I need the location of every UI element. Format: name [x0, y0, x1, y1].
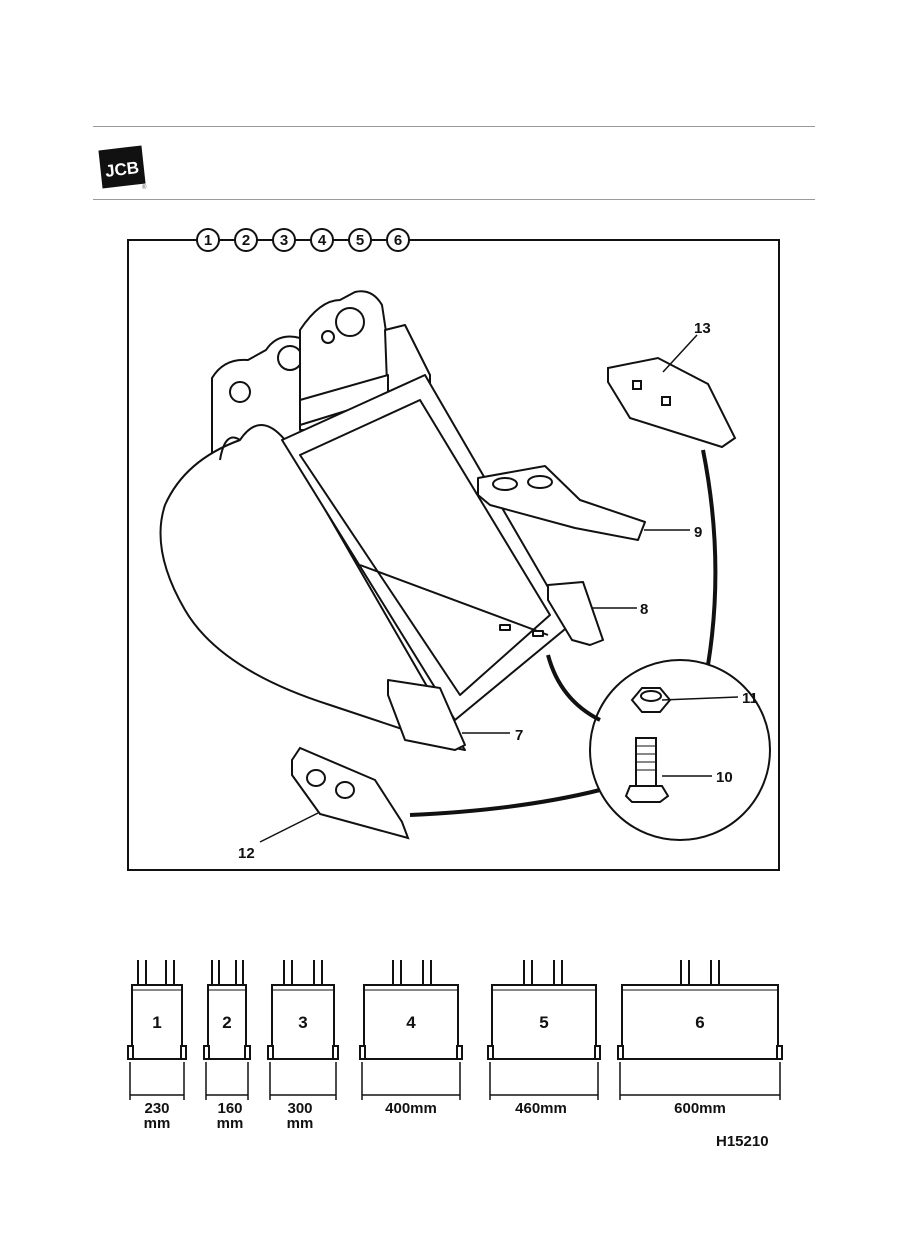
bucket-id-2: 2 — [234, 228, 258, 252]
callout-10: 10 — [716, 769, 733, 786]
bucket-1-width: 230 — [144, 1100, 169, 1117]
bucket-6-number: 6 — [695, 1013, 704, 1032]
bucket-2-number: 2 — [222, 1013, 231, 1032]
connector-lines — [409, 449, 718, 817]
bucket-id-row: 1 2 3 4 5 6 — [188, 228, 414, 252]
logo-text: JCB — [104, 158, 140, 181]
jcb-logo: JCB ® — [98, 145, 147, 191]
bucket-3-number: 3 — [298, 1013, 307, 1032]
top-rule — [93, 126, 815, 127]
leader-lines — [259, 334, 739, 843]
nut-part-11 — [630, 687, 672, 713]
bucket-id-2-label: 2 — [242, 232, 250, 249]
part-13-plate — [607, 356, 737, 449]
bucket-4-number: 4 — [406, 1013, 416, 1032]
bucket-1-number: 1 — [152, 1013, 161, 1032]
bucket-5 — [487, 960, 601, 1100]
bucket-2-unit: mm — [217, 1115, 244, 1132]
bucket-id-6-label: 6 — [394, 232, 402, 249]
bottom-rule — [93, 199, 815, 200]
bucket-5-number: 5 — [539, 1013, 548, 1032]
bucket-6-width: 600mm — [674, 1100, 726, 1117]
bucket-id-4-label: 4 — [318, 232, 327, 249]
bucket-id-5-label: 5 — [356, 232, 364, 249]
bucket-3 — [267, 960, 339, 1100]
diagram-frame — [127, 239, 780, 871]
callout-13: 13 — [694, 320, 711, 337]
callout-9: 9 — [694, 524, 702, 541]
bucket-5-width: 460mm — [515, 1100, 567, 1117]
bucket-6 — [617, 960, 783, 1100]
part-12-plate — [291, 746, 410, 840]
bucket-id-3: 3 — [272, 228, 296, 252]
callout-8: 8 — [640, 601, 648, 618]
bucket-size-row: 1 230 mm 2 160 mm — [127, 960, 783, 1132]
bucket-2-width: 160 — [217, 1100, 242, 1117]
bucket-4-width: 400mm — [385, 1100, 437, 1117]
bucket-id-6: 6 — [386, 228, 410, 252]
bucket-id-5: 5 — [348, 228, 372, 252]
callout-7: 7 — [515, 727, 523, 744]
bucket-3-width: 300 — [287, 1100, 312, 1117]
bucket-3-unit: mm — [287, 1115, 314, 1132]
bucket-2 — [203, 960, 251, 1100]
callout-12: 12 — [238, 845, 255, 862]
callout-11: 11 — [742, 690, 758, 707]
bucket-1-unit: mm — [144, 1115, 171, 1132]
bucket-1 — [127, 960, 187, 1100]
figure-reference: H15210 — [716, 1133, 769, 1150]
bucket-4 — [359, 960, 463, 1100]
detail-circle — [589, 659, 771, 841]
bucket-id-1: 1 — [196, 228, 220, 252]
bucket-id-3-label: 3 — [280, 232, 288, 249]
bolt-part-10 — [624, 737, 670, 803]
bucket-illustration — [159, 290, 646, 751]
bucket-id-1-label: 1 — [204, 232, 212, 249]
bucket-id-4: 4 — [310, 228, 334, 252]
logo-registered-mark: ® — [142, 184, 147, 191]
